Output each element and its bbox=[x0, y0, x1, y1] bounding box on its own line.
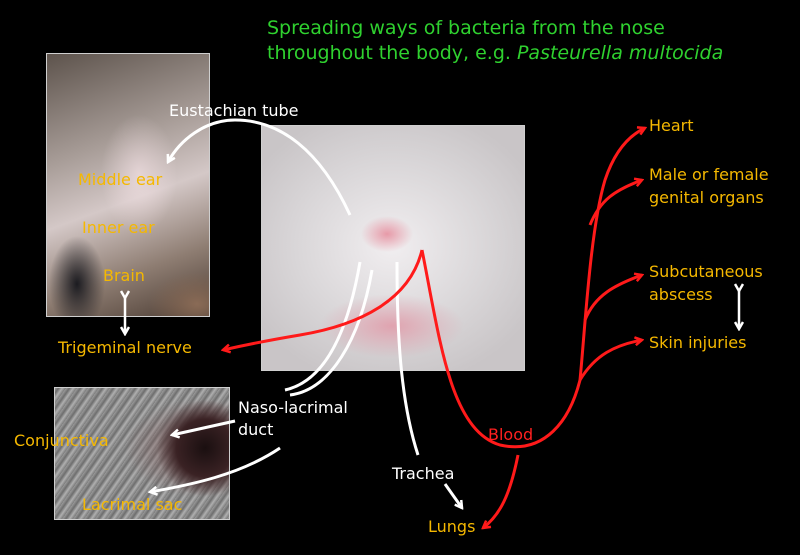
label-inner-ear: Inner ear bbox=[82, 218, 155, 237]
label-naso-lacrimal-2: duct bbox=[238, 420, 274, 439]
title-line-2-prefix: throughout the body, e.g. bbox=[267, 42, 517, 64]
skin-branch bbox=[578, 340, 642, 381]
label-subcutaneous-2: abscess bbox=[649, 285, 713, 304]
label-subcutaneous-1: Subcutaneous bbox=[649, 262, 763, 281]
label-naso-lacrimal-1: Naso-lacrimal bbox=[238, 398, 348, 417]
label-genital-1: Male or female bbox=[649, 165, 769, 184]
label-eustachian-tube: Eustachian tube bbox=[169, 101, 299, 120]
label-middle-ear: Middle ear bbox=[78, 170, 163, 189]
lacrimal-sac-arrow bbox=[150, 446, 281, 492]
naso-lacrimal-path-2 bbox=[289, 269, 374, 397]
trigeminal-path bbox=[223, 249, 424, 350]
diagram-title: Spreading ways of bacteria from the nose… bbox=[267, 16, 787, 66]
lungs-arrow bbox=[443, 483, 462, 508]
label-skin-injuries: Skin injuries bbox=[649, 333, 747, 352]
nose-photo bbox=[261, 125, 525, 371]
subcutaneous-branch bbox=[583, 275, 642, 321]
title-species: Pasteurella multocida bbox=[516, 42, 724, 64]
label-trigeminal-nerve: Trigeminal nerve bbox=[58, 338, 192, 357]
title-line-1: Spreading ways of bacteria from the nose bbox=[267, 17, 665, 39]
naso-lacrimal-path-1 bbox=[284, 261, 362, 392]
label-blood: Blood bbox=[488, 425, 534, 444]
label-lacrimal-sac: Lacrimal sac bbox=[82, 495, 183, 514]
label-genital-2: genital organs bbox=[649, 188, 764, 207]
eye-photo bbox=[54, 387, 230, 520]
label-heart: Heart bbox=[649, 116, 694, 135]
trachea-path bbox=[395, 261, 420, 456]
ear-photo bbox=[46, 53, 210, 317]
eustachian-path bbox=[168, 118, 352, 216]
blood-path bbox=[420, 128, 645, 449]
lungs-red-arrow bbox=[483, 454, 520, 528]
label-lungs: Lungs bbox=[428, 517, 476, 536]
conjunctiva-arrow bbox=[172, 419, 236, 435]
label-brain: Brain bbox=[103, 266, 145, 285]
genital-branch bbox=[588, 180, 642, 226]
label-conjunctiva: Conjunctiva bbox=[14, 431, 109, 450]
label-trachea: Trachea bbox=[392, 464, 455, 483]
